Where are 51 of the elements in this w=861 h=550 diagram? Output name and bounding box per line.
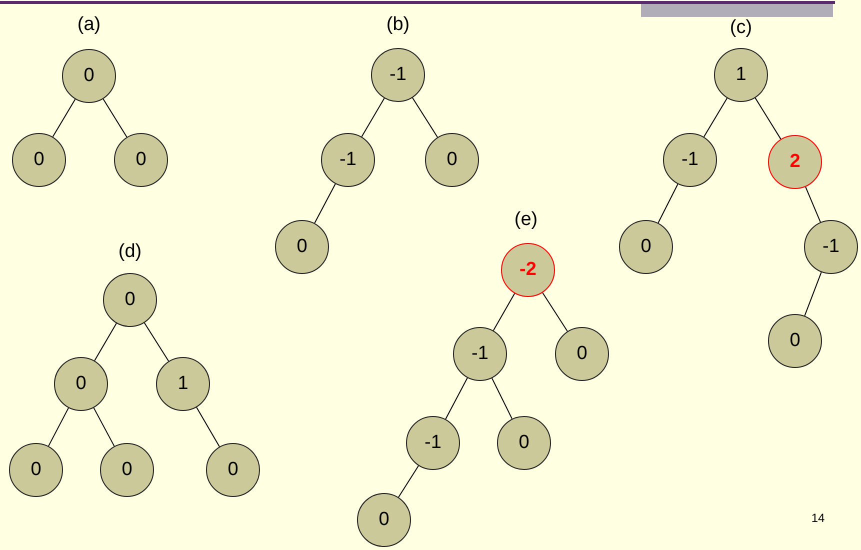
node-value: -1 xyxy=(340,148,356,172)
node-value: 2 xyxy=(790,150,800,174)
tree-edge xyxy=(52,98,76,138)
node-value: 0 xyxy=(640,234,652,259)
page-number: 14 xyxy=(811,510,825,527)
tree-edge xyxy=(94,322,117,362)
node-value: 1 xyxy=(178,372,188,396)
node-value: 0 xyxy=(790,328,800,353)
tree-edge xyxy=(804,272,822,316)
node-value: 0 xyxy=(446,148,458,172)
tree-caption: (d) xyxy=(118,240,142,264)
tree-edge xyxy=(754,97,782,140)
node-value: 0 xyxy=(122,458,132,482)
tree-edge xyxy=(102,98,128,138)
node-value: 0 xyxy=(34,148,44,172)
tree-edge xyxy=(144,322,170,362)
node-value: 0 xyxy=(378,508,390,532)
tree-edge xyxy=(542,292,568,332)
tree-edge xyxy=(196,406,220,448)
node-value: 0 xyxy=(518,430,530,455)
node-value: 0 xyxy=(296,234,308,259)
tree-edge xyxy=(703,98,728,138)
node-value: 0 xyxy=(136,148,146,172)
tree-edge xyxy=(492,292,516,332)
tree-edge xyxy=(48,407,69,447)
node-value: -1 xyxy=(390,62,406,87)
node-value: 0 xyxy=(30,458,42,482)
node-value: -2 xyxy=(520,258,536,282)
tree-edge xyxy=(398,465,419,498)
tree-edge xyxy=(314,183,336,224)
node-value: 0 xyxy=(124,288,136,312)
tree-edge xyxy=(93,407,115,447)
node-value: 1 xyxy=(736,62,746,87)
node-value: -1 xyxy=(472,342,488,366)
node-value: 0 xyxy=(84,64,94,88)
node-value: -1 xyxy=(424,430,442,455)
tree-edge xyxy=(445,377,468,420)
tree-caption: (a) xyxy=(77,12,101,37)
tree-edge xyxy=(805,186,821,223)
tree-edge xyxy=(491,378,513,420)
tree-edge xyxy=(412,97,438,138)
tree-edge xyxy=(361,98,385,138)
tree-caption: (c) xyxy=(730,16,752,40)
node-value: -1 xyxy=(822,234,840,259)
tree-caption: (b) xyxy=(386,12,410,37)
node-value: 0 xyxy=(76,372,86,396)
tree-edge xyxy=(658,184,678,224)
node-value: 0 xyxy=(228,458,238,482)
tree-caption: (e) xyxy=(514,208,538,232)
node-value: 0 xyxy=(576,342,588,366)
node-value: -1 xyxy=(682,148,698,172)
